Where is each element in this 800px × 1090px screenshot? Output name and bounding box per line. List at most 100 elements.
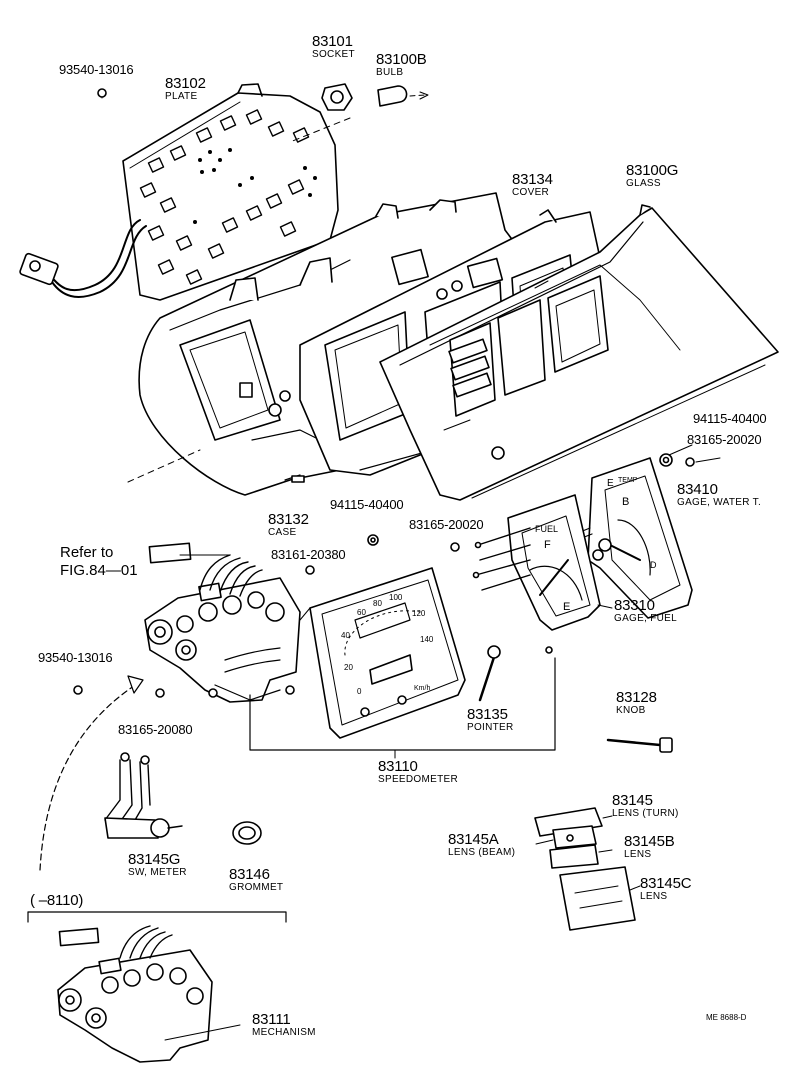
speed-tick-100: 100: [389, 593, 403, 602]
speedometer-83110: [299, 567, 466, 739]
part-name-knob: KNOB: [616, 705, 646, 716]
knob-83128: [606, 737, 673, 753]
part-name-case: CASE: [268, 527, 297, 538]
lens-83145c: [559, 866, 636, 931]
callout-83145b: 83145B LENS: [624, 834, 675, 860]
fuel-gauge-e: E: [563, 601, 570, 613]
callout-83134: 83134 COVER: [512, 172, 553, 198]
part-number-83132: 83132: [268, 511, 309, 528]
callout-83145a: 83145A LENS (BEAM): [448, 832, 515, 858]
part-name-mechanism: MECHANISM: [252, 1027, 316, 1038]
lens-83145b: [549, 844, 599, 869]
part-number-83134: 83134: [512, 171, 553, 188]
part-name-sw-meter: SW, METER: [128, 867, 187, 878]
callout-83135: 83135 POINTER: [467, 707, 514, 733]
pointer-83135: [478, 645, 501, 702]
screw-93540-top: [97, 88, 107, 98]
grommet-83146: [232, 821, 262, 845]
part-name-cover: COVER: [512, 187, 550, 198]
part-number-83110: 83110: [378, 758, 418, 775]
fuel-gauge-label: FUEL: [535, 524, 558, 534]
temp-gauge-d: D: [650, 560, 657, 570]
speed-tick-140: 140: [420, 635, 434, 644]
temp-gauge-e-top: E: [607, 478, 614, 489]
part-name-lens-b: LENS: [624, 849, 652, 860]
part-name-plate: PLATE: [165, 91, 198, 102]
callout-83128: 83128 KNOB: [616, 690, 657, 716]
washer-83165-mid: [450, 542, 460, 552]
range-note: ( –8110): [30, 892, 84, 909]
callout-83410: 83410 GAGE, WATER T.: [677, 482, 761, 508]
callout-83145: 83145 LENS (TURN): [612, 793, 679, 819]
speed-tick-60: 60: [357, 608, 366, 617]
part-number-83128: 83128: [616, 689, 657, 706]
socket-83101: [321, 83, 353, 111]
part-83165-20020-mid: 83165-20020: [409, 517, 484, 532]
part-name-grommet: GROMMET: [229, 882, 284, 893]
speed-tick-120: 120: [412, 609, 426, 618]
part-name-bulb: BULB: [376, 67, 404, 78]
part-name-lens-c: LENS: [640, 891, 668, 902]
temp-gauge-label: TEMP: [618, 477, 638, 484]
part-93540-13016-left: 93540-13016: [38, 650, 113, 665]
part-number-83410: 83410: [677, 481, 718, 498]
part-number-83102: 83102: [165, 75, 206, 92]
part-name-gage-water-temp: GAGE, WATER T.: [677, 497, 762, 508]
part-number-83100g: 83100G: [626, 162, 679, 179]
lens-turn-83145: [534, 807, 603, 837]
callout-83146: 83146 GROMMET: [229, 867, 283, 893]
speed-tick-80: 80: [373, 599, 382, 608]
part-name-speedometer: SPEEDOMETER: [378, 774, 458, 785]
part-name-gage-fuel: GAGE, FUEL: [614, 613, 678, 624]
callout-83101: 83101 SOCKET: [312, 34, 355, 60]
speed-tick-0: 0: [357, 687, 362, 696]
part-93540-13016-top: 93540-13016: [59, 62, 134, 77]
washer-83165-20080: [155, 688, 165, 698]
callout-83100b: 83100B BULB: [376, 52, 427, 78]
callout-83110: 83110 SPEEDOMETER: [378, 759, 458, 785]
callout-83310: 83310 GAGE, FUEL: [614, 598, 677, 624]
part-83165-20080: 83165-20080: [118, 722, 193, 737]
part-name-lens-turn: LENS (TURN): [612, 808, 679, 819]
refer-line-1: Refer to: [60, 544, 114, 561]
part-name-pointer: POINTER: [467, 722, 514, 733]
part-number-83135: 83135: [467, 706, 508, 723]
mechanism-main: [144, 542, 301, 703]
part-number-83145g: 83145G: [128, 851, 181, 868]
speed-tick-20: 20: [344, 663, 353, 672]
clip-94115-mid: [367, 534, 379, 546]
part-number-83146: 83146: [229, 866, 270, 883]
refer-note: Refer to FIG.84—01: [60, 544, 138, 580]
pointer-pin: [545, 646, 553, 654]
bulb-83100b: [377, 85, 408, 107]
gage-fuel-83310: [472, 494, 612, 631]
callout-83145c: 83145C LENS: [640, 875, 692, 902]
figure-code: ME 8688-D: [706, 1013, 747, 1022]
clip-94115-right: [659, 453, 673, 467]
part-name-lens-beam: LENS (BEAM): [448, 847, 516, 858]
refer-line-2: FIG.84—01: [60, 562, 138, 579]
lens-beam-83145a: [552, 825, 597, 849]
part-name-socket: SOCKET: [312, 49, 355, 60]
speed-tick-40: 40: [341, 631, 350, 640]
callout-83100g: 83100G GLASS: [626, 163, 678, 189]
plate-83102: [19, 83, 339, 301]
part-number-83145c: 83145C: [640, 875, 692, 892]
screw-83161: [305, 565, 315, 575]
speed-unit: Km/h: [414, 685, 430, 692]
part-number-83310: 83310: [614, 597, 655, 614]
temp-gauge-b: B: [622, 496, 629, 508]
part-83165-20020-right: 83165-20020: [687, 432, 762, 447]
part-number-83145b: 83145B: [624, 833, 675, 850]
part-number-83111: 83111: [252, 1011, 291, 1028]
glass-83100g: [379, 204, 779, 501]
callout-83111: 83111 MECHANISM: [252, 1012, 316, 1038]
part-94115-40400-right: 94115-40400: [693, 411, 767, 426]
part-94115-40400-mid: 94115-40400: [330, 497, 404, 512]
screw-93540-left: [73, 685, 83, 695]
mechanism-83111: [57, 925, 241, 1063]
part-name-glass: GLASS: [626, 178, 661, 189]
callout-83102: 83102 PLATE: [165, 76, 206, 102]
sw-meter-83145g: [104, 752, 183, 839]
